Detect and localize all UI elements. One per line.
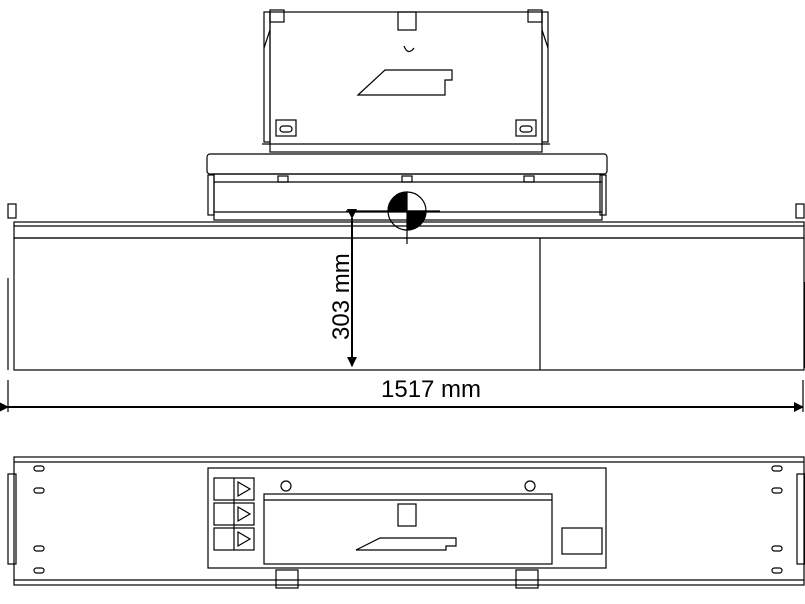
plan-blade-outline bbox=[13, 456, 805, 586]
warning-decals-icon bbox=[213, 477, 255, 551]
center-of-gravity-icon bbox=[346, 191, 440, 244]
blade-body bbox=[7, 203, 805, 371]
width-dimension-label: 1517 mm bbox=[381, 376, 482, 403]
mounting-slots bbox=[33, 465, 783, 574]
mount-bracket bbox=[262, 9, 550, 153]
width-dimension-line bbox=[0, 380, 804, 412]
side-elevation-view bbox=[0, 9, 805, 412]
top-plan-view bbox=[7, 456, 805, 589]
height-dimension-label: 303 mm bbox=[328, 253, 355, 340]
